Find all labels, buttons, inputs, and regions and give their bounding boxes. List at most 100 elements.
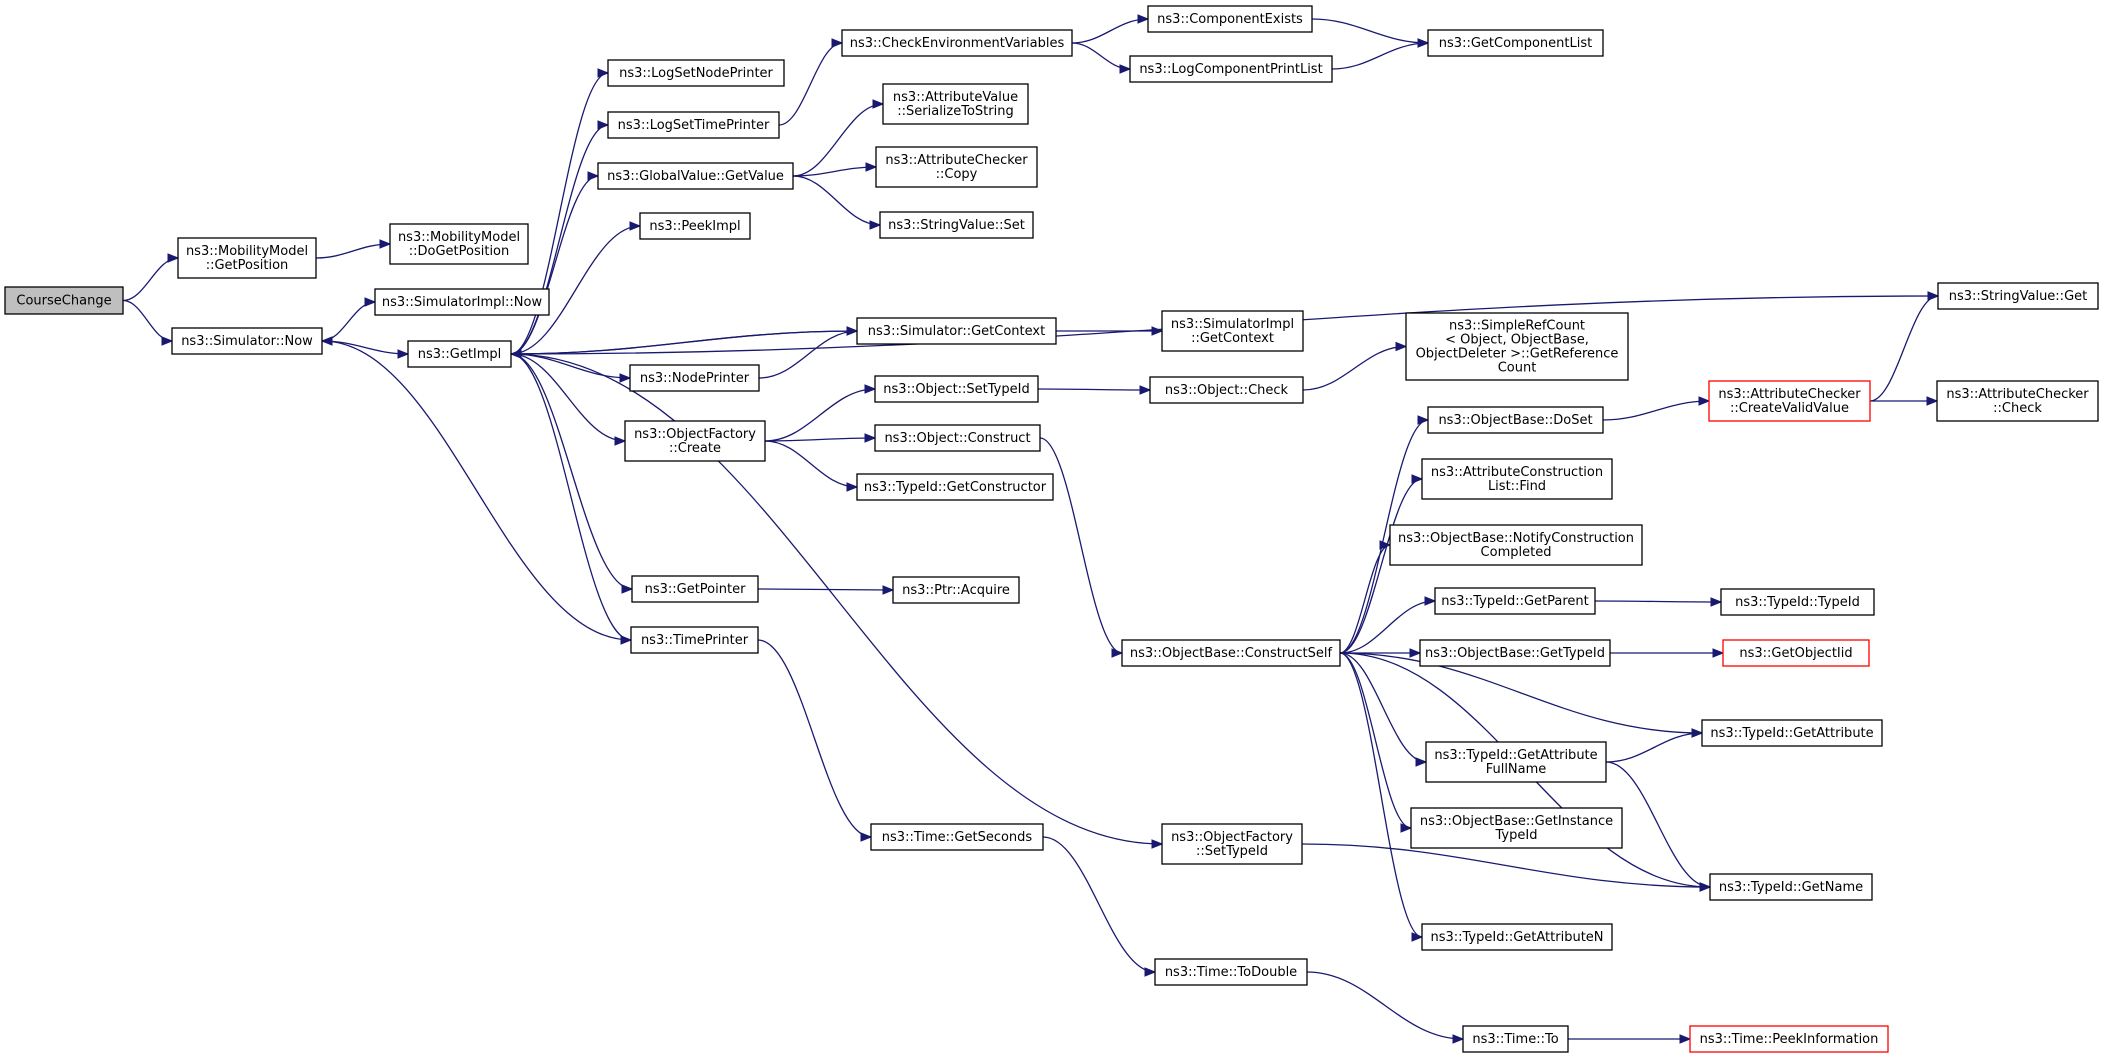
node-logcompprint[interactable]: ns3::LogComponentPrintList [1129, 55, 1333, 83]
node-box [639, 212, 751, 240]
node-coursechange[interactable]: CourseChange [4, 286, 124, 315]
node-peekimpl[interactable]: ns3::PeekImpl [639, 212, 751, 240]
node-ob-notify[interactable]: ns3::ObjectBase::NotifyConstructionCompl… [1389, 524, 1643, 566]
node-simimpl-now[interactable]: ns3::SimulatorImpl::Now [374, 288, 550, 316]
node-label: ::Create [669, 441, 721, 456]
edge-gv-getvalue-to-ac-copy [792, 166, 877, 177]
node-time-getseconds[interactable]: ns3::Time::GetSeconds [870, 823, 1044, 851]
node-sim-getcontext[interactable]: ns3::Simulator::GetContext [856, 317, 1057, 345]
edge-sim-now-to-simimpl-now [321, 301, 376, 342]
node-box [607, 111, 780, 139]
node-ptr-acquire[interactable]: ns3::Ptr::Acquire [892, 576, 1020, 604]
node-label: ns3::LogComponentPrintList [1139, 62, 1322, 77]
arrowhead [629, 221, 642, 231]
node-tid-getname[interactable]: ns3::TypeId::GetName [1709, 873, 1873, 901]
node-label: ns3::Time::ToDouble [1165, 965, 1297, 980]
node-getcomplist[interactable]: ns3::GetComponentList [1427, 29, 1604, 57]
node-mm-dogetpos[interactable]: ns3::MobilityModel::DoGetPosition [389, 223, 529, 265]
edge-ob-constructself-to-ob-getinstance [1339, 652, 1412, 829]
node-obj-construct[interactable]: ns3::Object::Construct [874, 424, 1041, 452]
arrowhead [161, 336, 174, 346]
node-ac-check[interactable]: ns3::AttributeChecker::Check [1936, 380, 2099, 422]
arrowhead [1698, 396, 1711, 406]
node-box [631, 575, 759, 603]
edge-compexists-to-getcomplist [1311, 18, 1429, 44]
arrowhead [1699, 882, 1712, 892]
arrowhead [397, 349, 410, 359]
node-label: ns3::PeekImpl [649, 219, 740, 234]
node-box [879, 211, 1034, 239]
node-sim-now[interactable]: ns3::Simulator::Now [171, 327, 323, 355]
node-box [1121, 639, 1341, 667]
node-simimpl-getcontext[interactable]: ns3::SimulatorImpl::GetContext [1161, 310, 1304, 352]
node-label: ns3::Time::GetSeconds [882, 830, 1033, 845]
node-getimpl[interactable]: ns3::GetImpl [407, 340, 512, 368]
node-tid-typeid[interactable]: ns3::TypeId::TypeId [1720, 588, 1875, 616]
node-box [1129, 55, 1333, 83]
edge-coursechange-to-mm-getpos [122, 257, 179, 302]
node-timeprinter[interactable]: ns3::TimePrinter [630, 626, 759, 654]
arrowhead [1139, 385, 1152, 395]
node-ob-constructself[interactable]: ns3::ObjectBase::ConstructSelf [1121, 639, 1341, 667]
edge-timeprinter-to-time-getseconds [757, 639, 872, 838]
node-logtimeprinter[interactable]: ns3::LogSetTimePrinter [607, 111, 780, 139]
edge-tid-getattrfull-to-tid-getname [1605, 761, 1711, 888]
node-box [874, 375, 1039, 403]
node-label: ns3::SimulatorImpl [1171, 317, 1294, 332]
node-nodeprinter[interactable]: ns3::NodePrinter [629, 364, 760, 392]
node-label: CourseChange [16, 294, 111, 309]
edge-objfactory-create-to-tid-getconstructor [764, 440, 858, 488]
node-label: < Object, ObjectBase, [1445, 333, 1589, 348]
node-ac-copy[interactable]: ns3::AttributeChecker::Copy [875, 146, 1038, 188]
node-label: ns3::AttributeConstruction [1431, 465, 1603, 480]
node-sv-set[interactable]: ns3::StringValue::Set [879, 211, 1034, 239]
edge-gv-getvalue-to-sv-set [792, 175, 881, 226]
node-box [1147, 5, 1313, 33]
node-compexists[interactable]: ns3::ComponentExists [1147, 5, 1313, 33]
node-box [892, 576, 1020, 604]
edge-getimpl-to-lognodeprinter [510, 72, 609, 355]
node-time-todouble[interactable]: ns3::Time::ToDouble [1154, 958, 1308, 986]
edge-getimpl-to-objfactory-create [510, 353, 626, 442]
node-mm-getpos[interactable]: ns3::MobilityModel::GetPosition [177, 237, 317, 279]
node-obj-settypeid[interactable]: ns3::Object::SetTypeId [874, 375, 1039, 403]
node-getobjectiid[interactable]: ns3::GetObjectIid [1722, 639, 1870, 667]
node-time-to[interactable]: ns3::Time::To [1462, 1025, 1569, 1053]
node-tid-getparent[interactable]: ns3::TypeId::GetParent [1434, 587, 1596, 615]
node-simplerefcount[interactable]: ns3::SimpleRefCount< Object, ObjectBase,… [1405, 312, 1629, 381]
node-label: List::Find [1488, 479, 1546, 494]
node-box [407, 340, 512, 368]
edge-ob-constructself-to-tid-getattrn [1339, 652, 1423, 938]
node-tid-getconstructor[interactable]: ns3::TypeId::GetConstructor [856, 473, 1054, 501]
node-tid-getattrn[interactable]: ns3::TypeId::GetAttributeN [1421, 923, 1613, 951]
node-objfactory-create[interactable]: ns3::ObjectFactory::Create [624, 420, 766, 462]
node-label: ns3::Object::Check [1165, 383, 1289, 398]
node-gv-getvalue[interactable]: ns3::GlobalValue::GetValue [597, 162, 794, 190]
node-label: ::Check [1993, 401, 2042, 416]
edge-time-getseconds-to-time-todouble [1042, 836, 1156, 973]
node-checkenv[interactable]: ns3::CheckEnvironmentVariables [841, 29, 1073, 57]
node-av-serialize[interactable]: ns3::AttributeValue::SerializeToString [882, 83, 1029, 125]
node-box [1937, 282, 2099, 310]
edge-ob-constructself-to-tid-getattrfull [1339, 652, 1427, 763]
node-tid-getattr[interactable]: ns3::TypeId::GetAttribute [1701, 719, 1883, 747]
node-time-peekinfo[interactable]: ns3::Time::PeekInformation [1689, 1025, 1889, 1053]
node-label: ns3::ComponentExists [1157, 12, 1303, 27]
node-obj-check[interactable]: ns3::Object::Check [1149, 376, 1304, 404]
node-sv-get[interactable]: ns3::StringValue::Get [1937, 282, 2099, 310]
node-ob-gettypeid[interactable]: ns3::ObjectBase::GetTypeId [1419, 639, 1611, 667]
node-box [1936, 380, 2099, 422]
node-box [1722, 639, 1870, 667]
edge-obj-construct-to-ob-constructself [1039, 437, 1123, 654]
node-ob-doset[interactable]: ns3::ObjectBase::DoSet [1427, 406, 1604, 434]
node-lognodeprinter[interactable]: ns3::LogSetNodePrinter [607, 59, 785, 87]
node-box [875, 146, 1038, 188]
edge-obj-settypeid-to-obj-check [1037, 388, 1151, 391]
node-getpointer[interactable]: ns3::GetPointer [631, 575, 759, 603]
node-ac-createvalid[interactable]: ns3::AttributeChecker::CreateValidValue [1708, 380, 1871, 422]
node-label: ns3::TypeId::GetConstructor [864, 480, 1047, 495]
node-objfactory-settypeid[interactable]: ns3::ObjectFactory::SetTypeId [1161, 823, 1303, 865]
